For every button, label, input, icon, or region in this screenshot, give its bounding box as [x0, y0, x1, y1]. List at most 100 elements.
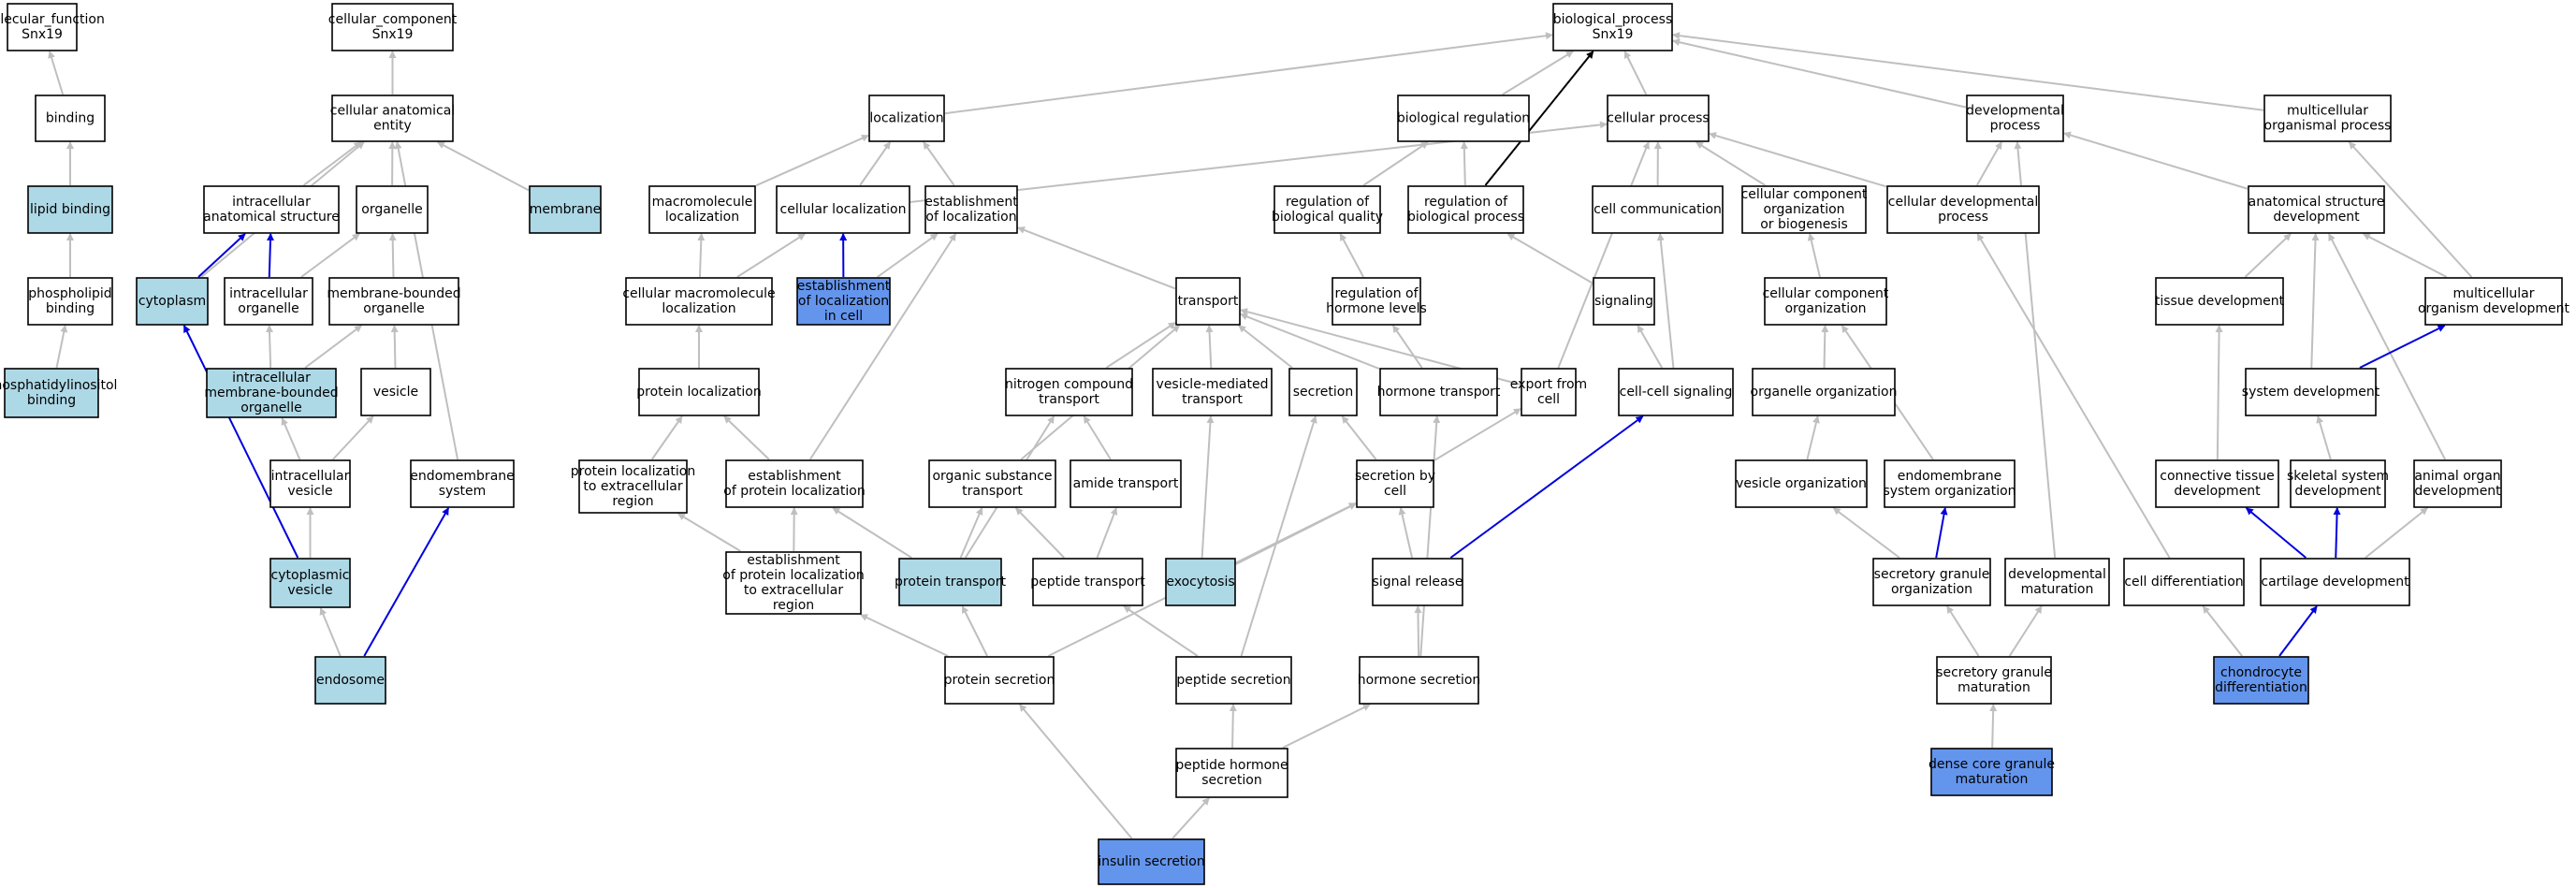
node-amide-transport: amide transport: [1070, 459, 1182, 508]
node-box: [1884, 459, 2016, 508]
node-hormone-secretion: hormone secretion: [1358, 656, 1480, 705]
node-box: [410, 459, 515, 508]
edge-peptide_transport-to-organic_substance_transport: [1015, 507, 1065, 559]
node-label: system organization: [1883, 484, 2016, 499]
edge-hormone_secretion-to-hormone_transport: [1419, 415, 1441, 657]
node-label: cellular localization: [780, 202, 907, 217]
node-box: [648, 185, 756, 234]
node-label: regulation of: [1424, 195, 1508, 210]
node-label: developmental: [2008, 567, 2106, 582]
node-box: [2245, 368, 2377, 416]
node-label: cellular component: [1741, 187, 1868, 202]
node-box: [1936, 656, 2052, 705]
node-label: of localization: [798, 294, 889, 309]
edge-nitrogen_compound_transport-to-transport: [1105, 322, 1176, 369]
node-box: [1273, 185, 1381, 234]
node-box: [1372, 558, 1463, 606]
edge-secretory_granule_maturation-to-developmental_maturation: [2008, 605, 2043, 657]
node-label: cell: [1384, 484, 1406, 499]
node-lipid-binding: lipid binding: [27, 185, 113, 234]
node-label: membrane-bounded: [327, 286, 460, 301]
node-label: cell differentiation: [2124, 575, 2243, 590]
node-label: biological regulation: [1397, 111, 1530, 126]
node-box: [331, 95, 454, 142]
node-label: peptide secretion: [1176, 673, 1290, 688]
node-box: [1332, 277, 1421, 326]
node-tissue-development: tissue development: [2155, 277, 2285, 326]
node-phosphatidylinositol-binding: phosphatidylinositolbinding: [0, 368, 117, 418]
node-label: transport: [1178, 294, 1239, 309]
edge-cartilage_development-to-connective_tissue_development: [2245, 507, 2307, 559]
node-label: cell: [1537, 392, 1560, 407]
edge-intracellular_mbo-to-intracellular_organelle: [266, 325, 274, 369]
edge-insulin_secretion-to-protein_secretion: [1019, 704, 1133, 839]
node-label: secretion: [1201, 773, 1261, 788]
node-box: [2263, 95, 2392, 142]
node-label: system: [439, 484, 487, 499]
node-box: [269, 558, 351, 608]
edge-hormone_transport-to-transport: [1240, 313, 1380, 370]
node-box: [2155, 277, 2284, 326]
node-label: developmental: [1966, 104, 2064, 119]
node-vesicle: vesicle: [360, 368, 431, 416]
node-label: exocytosis: [1166, 575, 1234, 590]
edge-secretion_by_cell-to-export_from_cell: [1434, 408, 1521, 461]
node-label: regulation of: [1286, 195, 1370, 210]
node-label: organism development: [2418, 301, 2570, 316]
node-label: of localization: [925, 210, 1016, 225]
edge-phosphatidylinositol_binding-to-phospholipid_binding: [55, 325, 68, 369]
edge-protein_secretion-to-epl_to_extracellular_region: [860, 614, 949, 657]
node-box: [1607, 95, 1710, 142]
node-vesicle-organization: vesicle organization: [1735, 459, 1868, 508]
node-label: binding: [27, 393, 76, 408]
node-label: animal organ: [2414, 469, 2500, 484]
node-box: [1175, 277, 1241, 326]
node-label: cellular_component: [328, 12, 458, 27]
node-label: organelle: [238, 301, 298, 316]
node-biological-regulation: biological regulation: [1397, 95, 1530, 142]
edge-intracellular_anatomical_structure-to-cellular_anatomical_entity: [302, 141, 362, 186]
edge-regulation_of_biological_process-to-biological_process: [1484, 51, 1594, 186]
node-label: establishment: [748, 469, 841, 484]
edge-tissue_development-to-anatomical_structure_development: [2244, 233, 2292, 278]
node-box: [2123, 558, 2245, 606]
node-box: [1886, 185, 2040, 234]
node-protein-secretion: protein secretion: [944, 656, 1055, 705]
node-box: [1397, 95, 1530, 142]
edge-peptide_hormone_secretion-to-hormone_secretion: [1282, 704, 1371, 749]
edge-secretory_granule_maturation-to-secretory_granule_organization: [1946, 605, 1980, 657]
node-label: secretory granule: [1874, 567, 1990, 582]
node-box: [27, 185, 113, 234]
node-box: [314, 656, 386, 705]
node-label: cytoplasmic: [271, 568, 350, 583]
node-label: to extracellular: [744, 583, 843, 598]
node-box: [1175, 656, 1292, 705]
edge-intracellular_vesicle-to-vesicle: [332, 415, 374, 460]
node-label: organization: [1763, 202, 1844, 217]
node-box: [269, 459, 351, 508]
node-label: endomembrane: [410, 469, 515, 484]
node-label: organelle organization: [1751, 385, 1898, 400]
node-label: export from: [1510, 377, 1587, 392]
node-box: [578, 459, 688, 514]
edge-export_from_cell-to-cellular_process: [1557, 141, 1650, 369]
node-box: [1592, 185, 1724, 234]
edge-chondrocyte_differentiation-to-cell_differentiation: [2202, 605, 2243, 657]
edge-hormone_transport-to-regulation_of_hormone_levels: [1391, 325, 1423, 369]
